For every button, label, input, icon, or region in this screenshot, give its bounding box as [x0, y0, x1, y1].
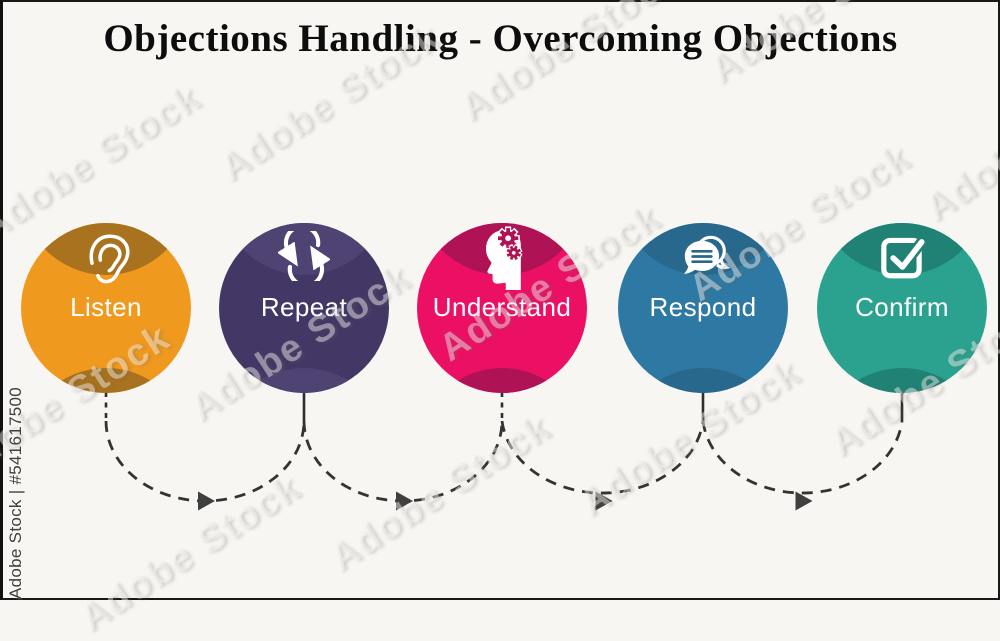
circle-bottom-cap	[618, 368, 788, 393]
circle-bottom-cap	[21, 368, 191, 393]
step-label: Respond	[649, 291, 757, 322]
refresh-icon	[278, 231, 330, 281]
watermark-credit: Adobe Stock | #541617500	[6, 386, 25, 599]
head-gears-icon	[486, 226, 523, 290]
step-label: Confirm	[855, 291, 949, 322]
step-label: Listen	[70, 291, 142, 322]
chat-bubbles-icon	[683, 235, 730, 274]
watermark-text: Adobe Stock	[321, 406, 558, 580]
step-circle-respond: Respond	[618, 223, 788, 393]
step-circle-confirm: Confirm	[817, 223, 987, 393]
dashed-arc	[104, 420, 306, 503]
page-title: Objections Handling - Overcoming Objecti…	[103, 17, 898, 60]
arrow-head	[795, 491, 813, 511]
dashed-arc	[302, 420, 504, 503]
gear-icon	[496, 226, 520, 250]
arrow-head	[396, 491, 413, 511]
arrow-heads	[198, 491, 813, 511]
gear-icon	[505, 244, 523, 262]
dashed-arcs	[104, 420, 904, 503]
dashed-arc	[500, 420, 705, 495]
dashed-arc	[701, 420, 904, 495]
circle-bottom-cap	[417, 368, 587, 393]
step-circle-repeat: Repeat	[219, 223, 389, 393]
arrow-head	[595, 491, 613, 511]
circle-bottom-cap	[817, 368, 987, 393]
arrow-head	[198, 491, 215, 511]
ear-icon	[89, 234, 130, 284]
checkbox-icon	[881, 236, 928, 279]
watermark-text: Adobe Stock	[71, 466, 308, 640]
step-label: Understand	[432, 291, 572, 322]
watermark-text: Adobe Stock	[916, 56, 1000, 230]
step-circle-listen: Listen	[21, 223, 191, 393]
step-label: Repeat	[260, 291, 348, 322]
circle-bottom-cap	[219, 368, 389, 393]
circle-stems	[104, 392, 904, 421]
step-circle-understand: Understand	[417, 223, 587, 393]
